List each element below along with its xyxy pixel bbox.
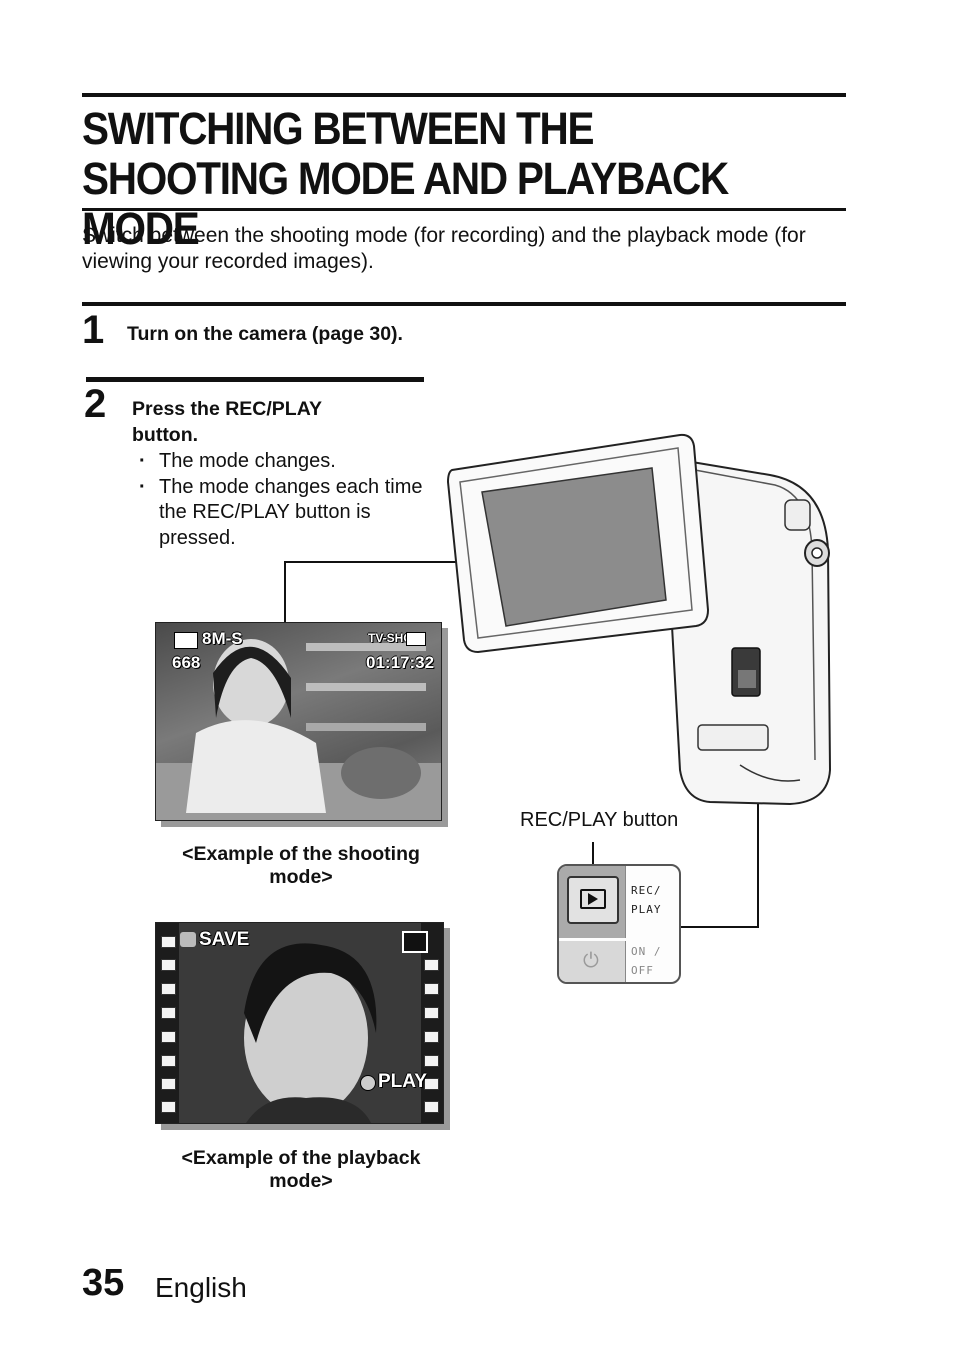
film-hole bbox=[161, 1007, 176, 1019]
intro-paragraph: Switch between the shooting mode (for re… bbox=[82, 224, 806, 273]
button-panel: REC/ PLAY ⏻ ON / OFF bbox=[557, 864, 681, 984]
shots-remaining: 668 bbox=[172, 653, 201, 672]
film-hole bbox=[424, 1101, 439, 1113]
step-2-bullets: The mode changes. The mode changes each … bbox=[134, 449, 434, 551]
film-hole bbox=[161, 1078, 176, 1090]
save-camera-icon bbox=[180, 932, 196, 947]
step-1-rule bbox=[82, 302, 846, 306]
play-label: PLAY bbox=[378, 1071, 427, 1092]
power-button-label: ON / OFF bbox=[631, 945, 662, 977]
film-hole bbox=[161, 1055, 176, 1067]
power-icon: ⏻ bbox=[583, 950, 599, 972]
film-hole bbox=[424, 1031, 439, 1043]
film-hole bbox=[161, 959, 176, 971]
video-camera-icon bbox=[406, 632, 426, 646]
playback-scene-illustration bbox=[179, 923, 421, 1123]
film-hole bbox=[424, 1007, 439, 1019]
step-2-text: Press the REC/PLAY button. bbox=[132, 398, 322, 446]
time-remaining: 01:17:32 bbox=[366, 653, 435, 672]
stop-icon bbox=[402, 931, 428, 953]
shooting-scene-illustration bbox=[156, 639, 441, 820]
playback-mode-photo: SAVE PLAY bbox=[155, 922, 444, 1124]
bullet-item: The mode changes. bbox=[134, 449, 434, 475]
resolution-indicator: 8M-S bbox=[202, 629, 243, 648]
film-hole bbox=[161, 1031, 176, 1043]
language-label: English bbox=[155, 1272, 247, 1303]
rec-play-button-label: REC/ PLAY bbox=[631, 884, 662, 916]
film-hole bbox=[161, 983, 176, 995]
step-1-number: 1 bbox=[82, 308, 105, 352]
video-mode-indicator: TV-SHQ bbox=[368, 631, 413, 645]
camera-mode-icon bbox=[174, 632, 198, 649]
step-1-text: Turn on the camera (page 30). bbox=[127, 323, 403, 345]
playback-mode-caption: <Example of the playback mode> bbox=[181, 1147, 421, 1192]
lcd-screen bbox=[481, 467, 667, 627]
power-button[interactable]: ⏻ bbox=[559, 941, 626, 982]
play-nav-icon bbox=[360, 1075, 376, 1091]
rec-play-button[interactable] bbox=[559, 866, 626, 938]
camera-illustration bbox=[446, 433, 832, 806]
step-2-number: 2 bbox=[84, 382, 107, 426]
title-top-rule bbox=[82, 93, 846, 97]
play-triangle-icon bbox=[588, 893, 598, 905]
shooting-mode-caption: <Example of the shooting mode> bbox=[182, 843, 420, 888]
save-label: SAVE bbox=[199, 929, 250, 950]
play-icon bbox=[580, 889, 606, 909]
camera-body bbox=[668, 458, 832, 806]
shooting-mode-photo: 8M-S 668 TV-SHQ 01:17:32 bbox=[155, 622, 442, 821]
film-hole bbox=[161, 1101, 176, 1113]
film-hole bbox=[424, 1055, 439, 1067]
rec-play-callout-label: REC/PLAY button bbox=[520, 809, 679, 831]
film-hole bbox=[161, 936, 176, 948]
film-hole bbox=[424, 983, 439, 995]
film-hole bbox=[424, 1078, 439, 1090]
bullet-item: The mode changes each time the REC/PLAY … bbox=[134, 475, 434, 552]
rec-play-button-face[interactable] bbox=[567, 876, 619, 924]
page-title: SWITCHING BETWEEN THE SHOOTING MODE AND … bbox=[82, 103, 729, 254]
film-hole bbox=[424, 959, 439, 971]
step-2-rule bbox=[86, 377, 424, 382]
page-number: 35 bbox=[82, 1262, 125, 1304]
title-bottom-rule bbox=[82, 208, 846, 211]
